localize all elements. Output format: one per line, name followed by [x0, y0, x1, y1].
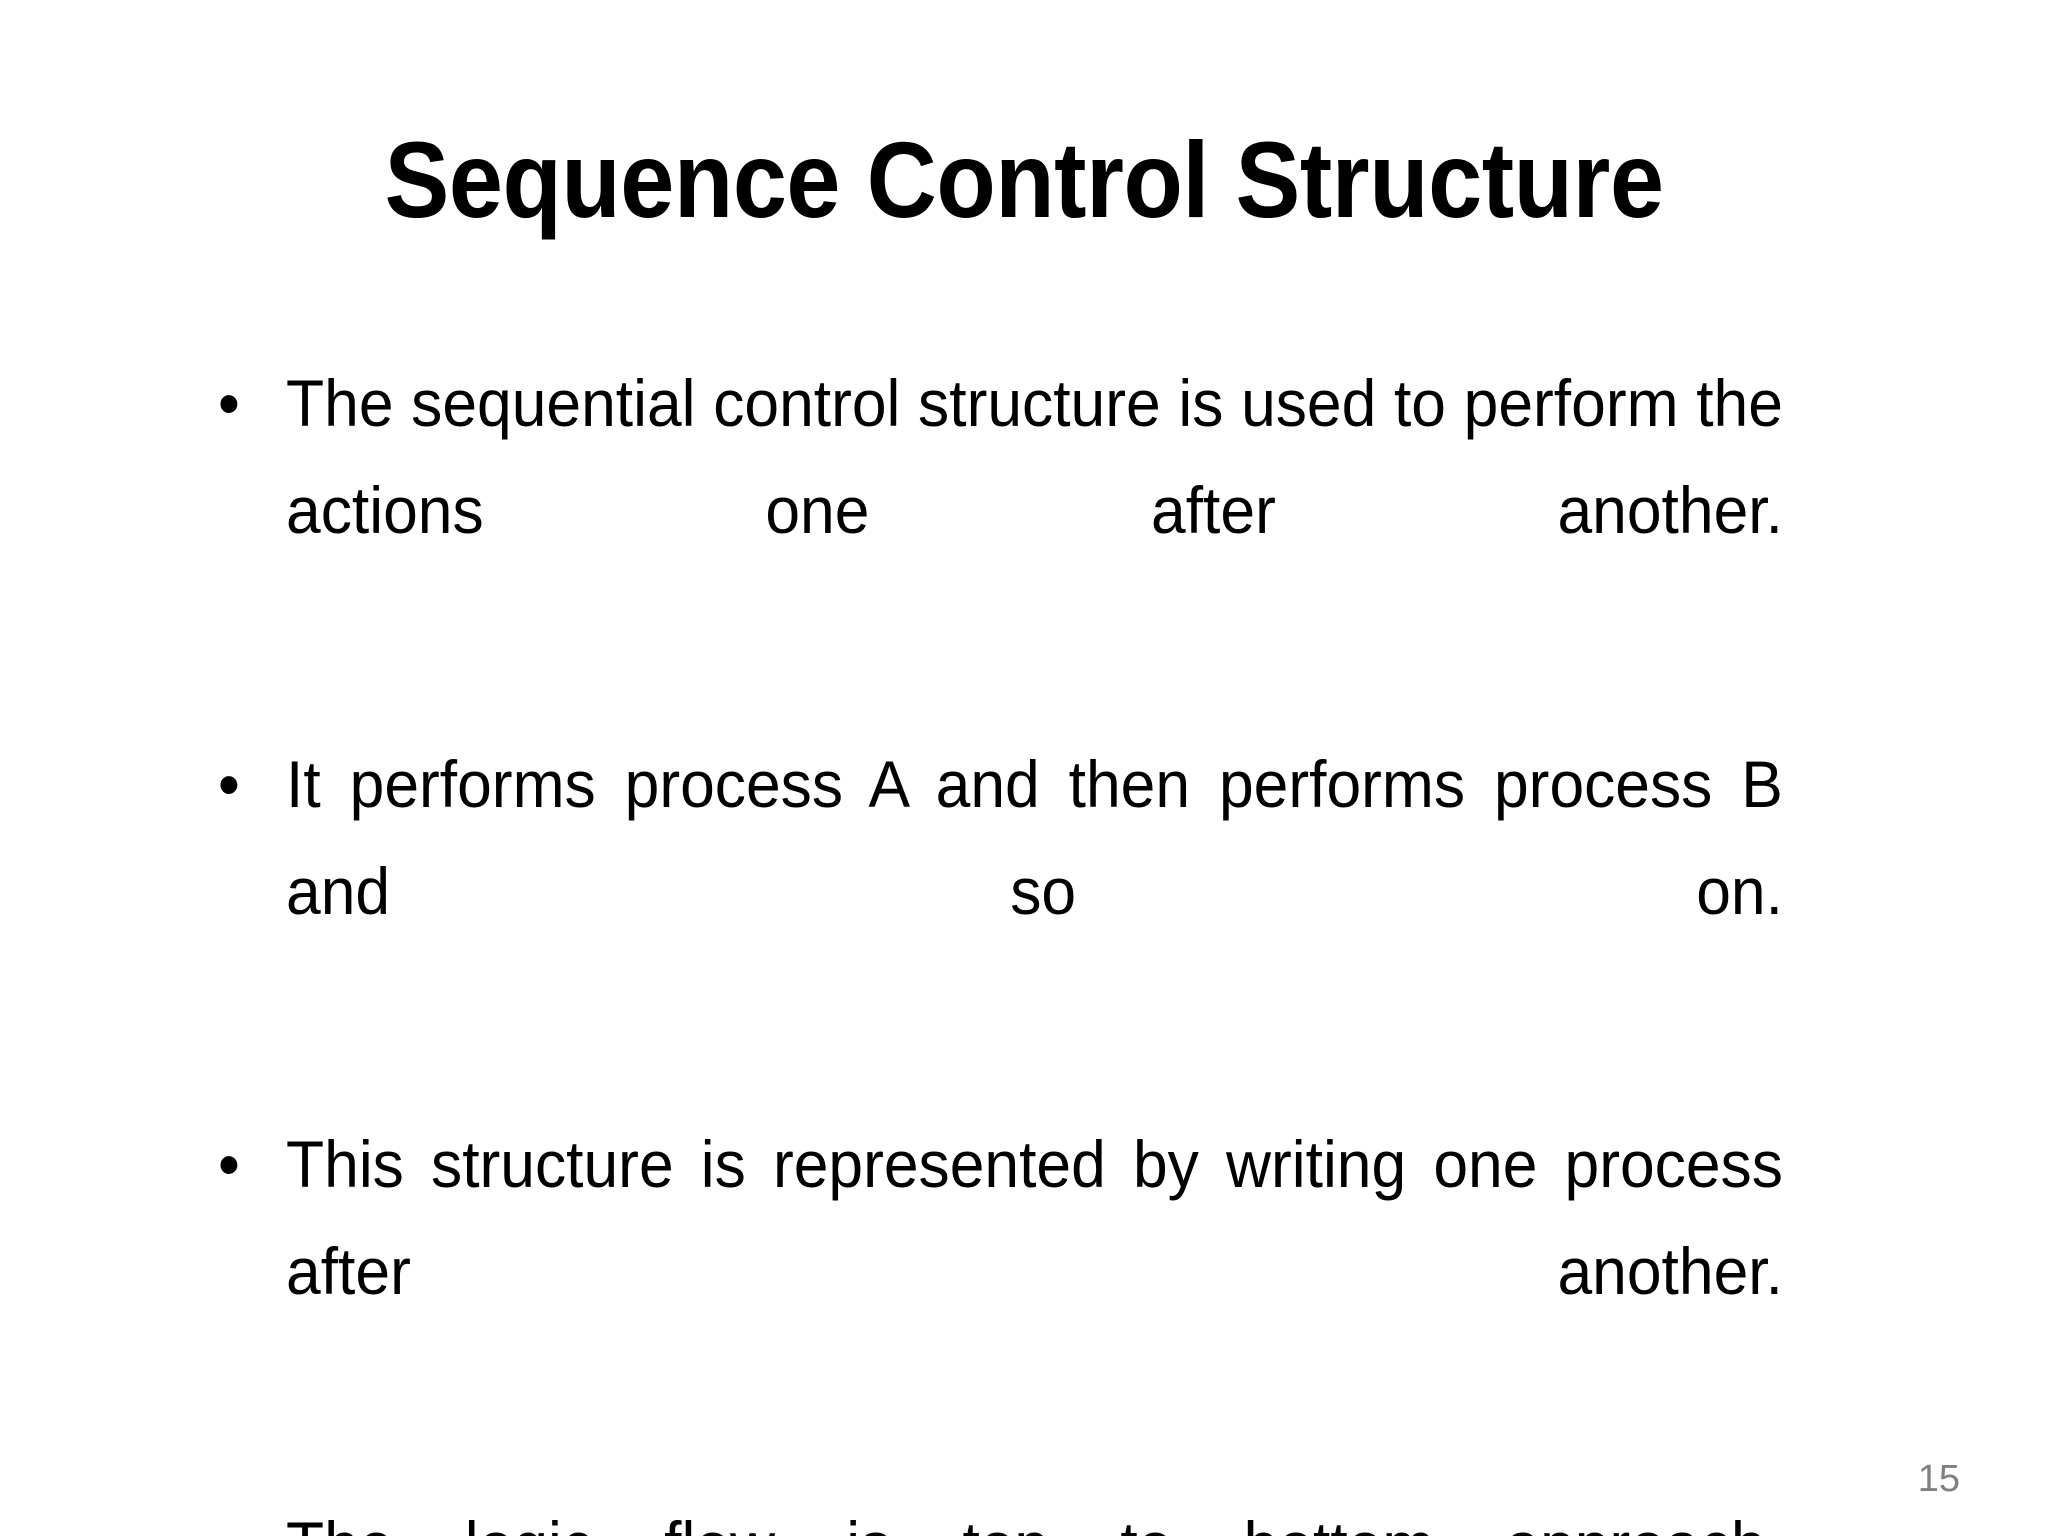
page-title: Sequence Control Structure: [384, 119, 1664, 241]
list-item-text: It performs process A and then performs …: [286, 746, 1783, 928]
bullet-list: • The sequential control structure is us…: [218, 350, 1874, 1536]
list-item-text: This structure is represented by writing…: [286, 1127, 1783, 1309]
list-item: • The logic flow is top to bottom approa…: [218, 1492, 1783, 1536]
list-item-text: The logic flow is top to bottom approach…: [286, 1492, 1783, 1536]
list-item: • This structure is represented by writi…: [218, 1111, 1783, 1432]
bullet-icon: •: [218, 366, 240, 440]
bullet-icon: •: [218, 1127, 240, 1202]
page-number: 15: [1917, 1458, 1960, 1500]
list-item-text: The sequential control structure is used…: [286, 366, 1783, 547]
bullet-icon: •: [218, 746, 240, 821]
list-item: • It performs process A and then perform…: [218, 731, 1783, 1052]
list-item: • The sequential control structure is us…: [218, 350, 1783, 671]
bullet-icon: •: [218, 1492, 256, 1536]
